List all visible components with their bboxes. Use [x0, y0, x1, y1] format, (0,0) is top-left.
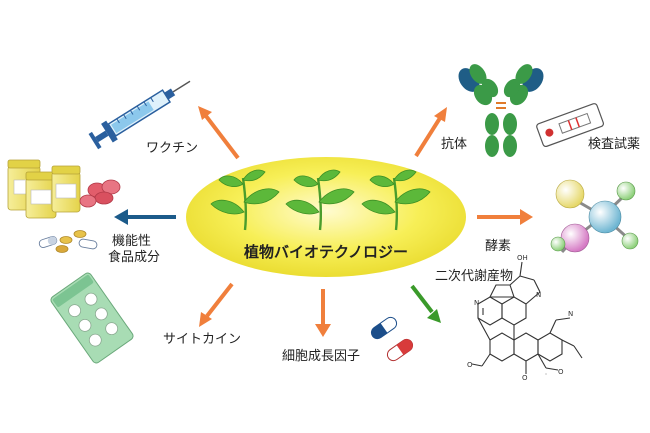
arrow-to-vaccine	[198, 106, 240, 160]
svg-text:OH: OH	[517, 254, 528, 262]
test-kit-icon	[536, 103, 604, 148]
label-vaccine: ワクチン	[146, 141, 199, 156]
arrow-to-antibody	[414, 107, 447, 158]
alkaloid-atom-labels: OH N N O O O N	[467, 254, 573, 382]
label-functional-food-line2: 食品成分	[108, 250, 161, 265]
growth-factor-capsules-icon	[370, 316, 414, 362]
arrow-to-enzyme	[477, 209, 533, 225]
svg-text:N: N	[474, 299, 479, 307]
alkaloid-structure-icon	[471, 261, 583, 375]
blister-pack-icon	[50, 272, 134, 364]
label-secondary-metabolite: 二次代謝産物	[435, 269, 514, 284]
supplement-jars-icon	[7, 159, 81, 219]
label-test-reagent: 検査試薬	[588, 137, 641, 152]
label-cytokine: サイトカイン	[163, 332, 242, 347]
arrow-to-growth-factor	[315, 289, 331, 337]
antibody-icon	[458, 64, 544, 157]
svg-text:O: O	[467, 361, 473, 369]
label-functional-food-line1: 機能性	[112, 234, 152, 249]
center-title: 植物バイオテクノロジー	[243, 243, 409, 261]
tablets-icon	[79, 179, 121, 208]
svg-text:O: O	[558, 368, 564, 376]
arrow-to-cytokine	[199, 282, 234, 327]
enzyme-molecule-icon	[550, 179, 639, 254]
label-growth-factor: 細胞成長因子	[282, 349, 361, 364]
label-enzyme: 酵素	[485, 239, 512, 254]
sprout-icon	[210, 169, 431, 231]
capsules-icon	[38, 230, 98, 253]
svg-text:O: O	[522, 374, 528, 382]
arrow-to-secondary-metabolite	[410, 284, 441, 323]
arrows	[114, 106, 533, 337]
arrow-to-functional-food	[114, 209, 176, 225]
syringe-icon	[88, 80, 191, 150]
label-antibody: 抗体	[441, 137, 468, 152]
svg-text:N: N	[568, 310, 573, 318]
svg-text:N: N	[536, 291, 541, 299]
